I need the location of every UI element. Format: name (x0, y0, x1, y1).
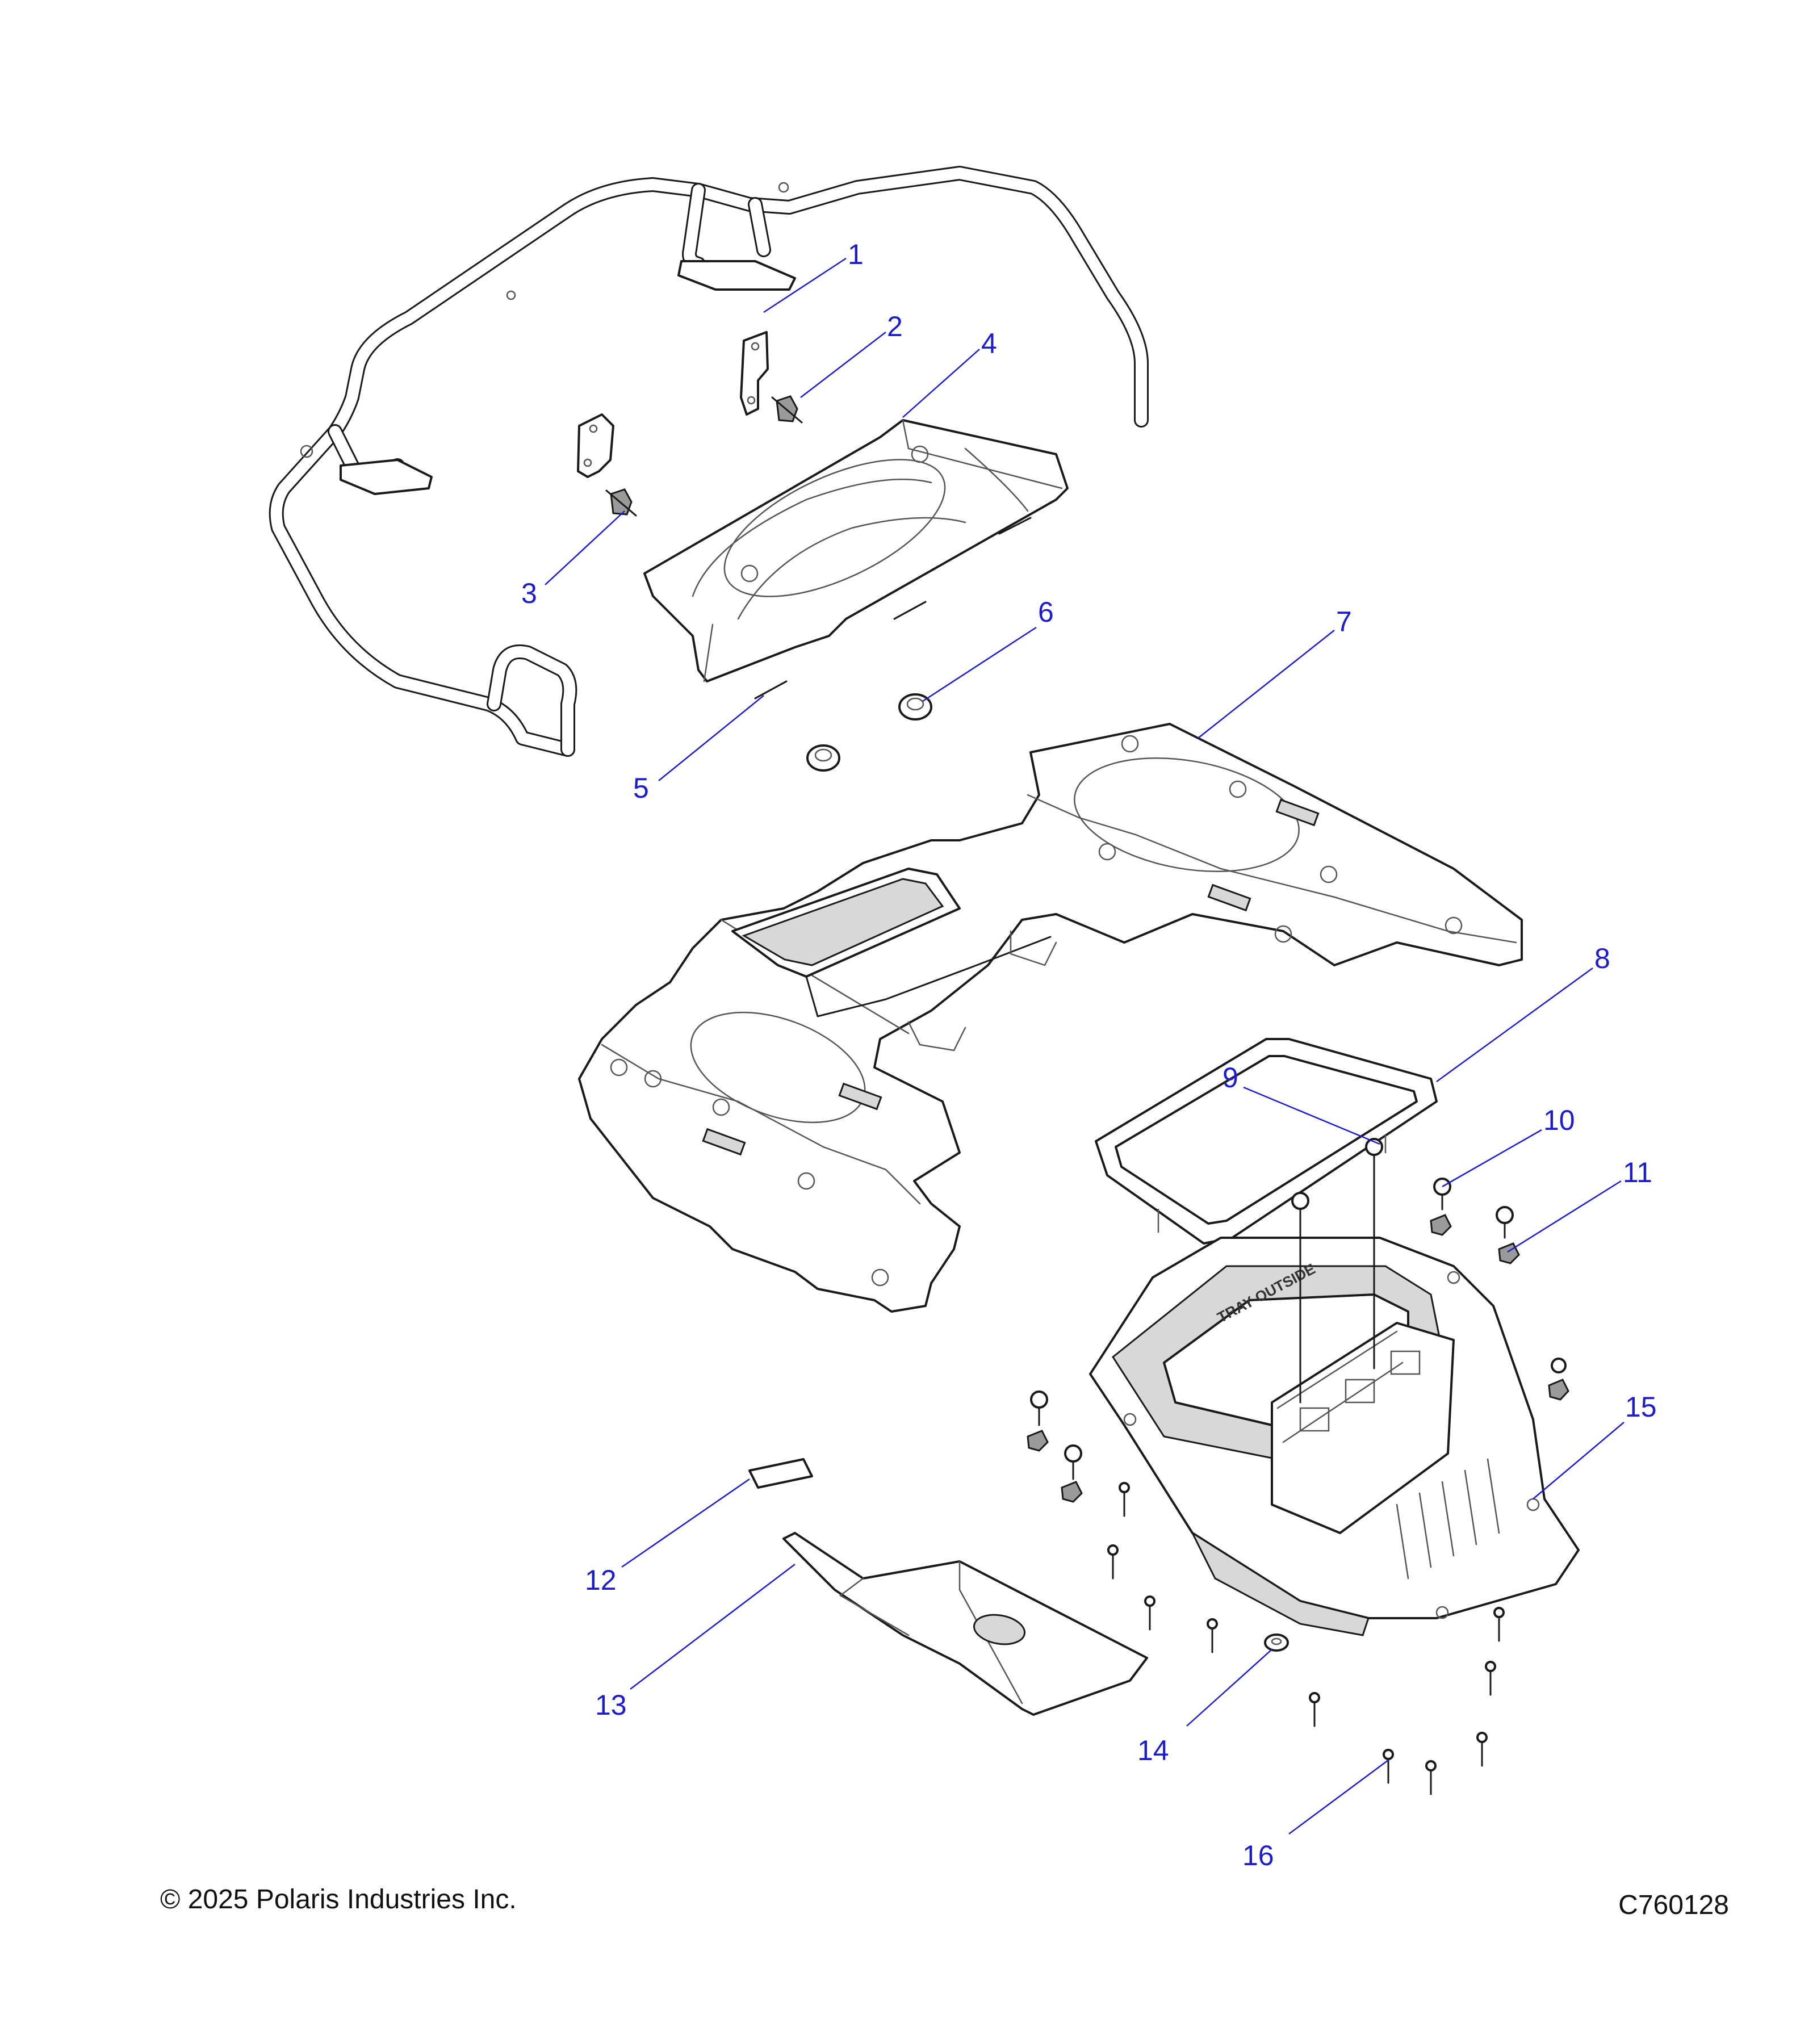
callout-9: 9 (1223, 1062, 1238, 1094)
callout-3: 3 (521, 577, 537, 609)
callout-14: 14 (1137, 1735, 1169, 1766)
grommet-nut-lower (806, 744, 840, 772)
rack-clip-upper (771, 395, 803, 424)
callout-5: 5 (633, 772, 649, 804)
leader-10 (1442, 1129, 1542, 1188)
copyright-notice: © 2025 Polaris Industries Inc. (160, 1884, 517, 1915)
leader-14 (1186, 1649, 1272, 1727)
callout-12: 12 (585, 1564, 617, 1596)
callout-15: 15 (1625, 1391, 1657, 1423)
rack-pin-group (754, 517, 1032, 700)
callout-16: 16 (1242, 1840, 1274, 1871)
leader-7 (1198, 630, 1335, 739)
callout-labels: 1 2 3 4 5 6 7 8 9 10 11 12 13 14 15 16 (521, 238, 1657, 1871)
leader-6 (922, 626, 1037, 702)
bracket-clamp-lower (577, 413, 614, 478)
leader-8 (1436, 967, 1593, 1083)
callout-6: 6 (1038, 596, 1054, 628)
callout-8: 8 (1594, 943, 1610, 974)
callout-10: 10 (1543, 1104, 1575, 1136)
main-rear-rack (578, 723, 1523, 1313)
leader-9 (1243, 1086, 1380, 1145)
callout-7: 7 (1336, 606, 1352, 638)
leader-3 (545, 510, 625, 585)
screw-clip-group-left (1027, 1390, 1083, 1503)
rack-tube-frame (269, 166, 1149, 757)
leader-15 (1533, 1422, 1625, 1500)
storage-tray-box: TRAY OUTSIDE (1089, 1237, 1580, 1636)
callout-leaders (545, 257, 1625, 1835)
push-rivet-group (1107, 1482, 1505, 1795)
heat-shield-plate (782, 1532, 1148, 1716)
callout-4: 4 (981, 328, 997, 359)
leader-2 (800, 332, 886, 398)
seal-gasket-frame (1095, 1038, 1438, 1256)
leader-1 (763, 257, 847, 313)
callout-2: 2 (887, 311, 903, 342)
callout-11: 11 (1623, 1157, 1652, 1188)
leader-16 (1288, 1759, 1389, 1835)
upper-tray-panel (643, 419, 1069, 682)
callout-13: 13 (595, 1689, 627, 1721)
tray-bolt-group (1291, 1138, 1383, 1404)
leader-5 (658, 695, 764, 781)
leader-11 (1507, 1180, 1622, 1253)
leader-12 (621, 1478, 750, 1568)
drawing-code: C760128 (1618, 1890, 1729, 1920)
leader-13 (630, 1564, 796, 1690)
bracket-clamp-upper (740, 331, 769, 416)
leader-4 (902, 349, 980, 418)
rack-clip-lower (605, 488, 637, 517)
label-decal (748, 1458, 813, 1489)
callout-1: 1 (848, 238, 864, 270)
flat-washer (1264, 1633, 1289, 1652)
